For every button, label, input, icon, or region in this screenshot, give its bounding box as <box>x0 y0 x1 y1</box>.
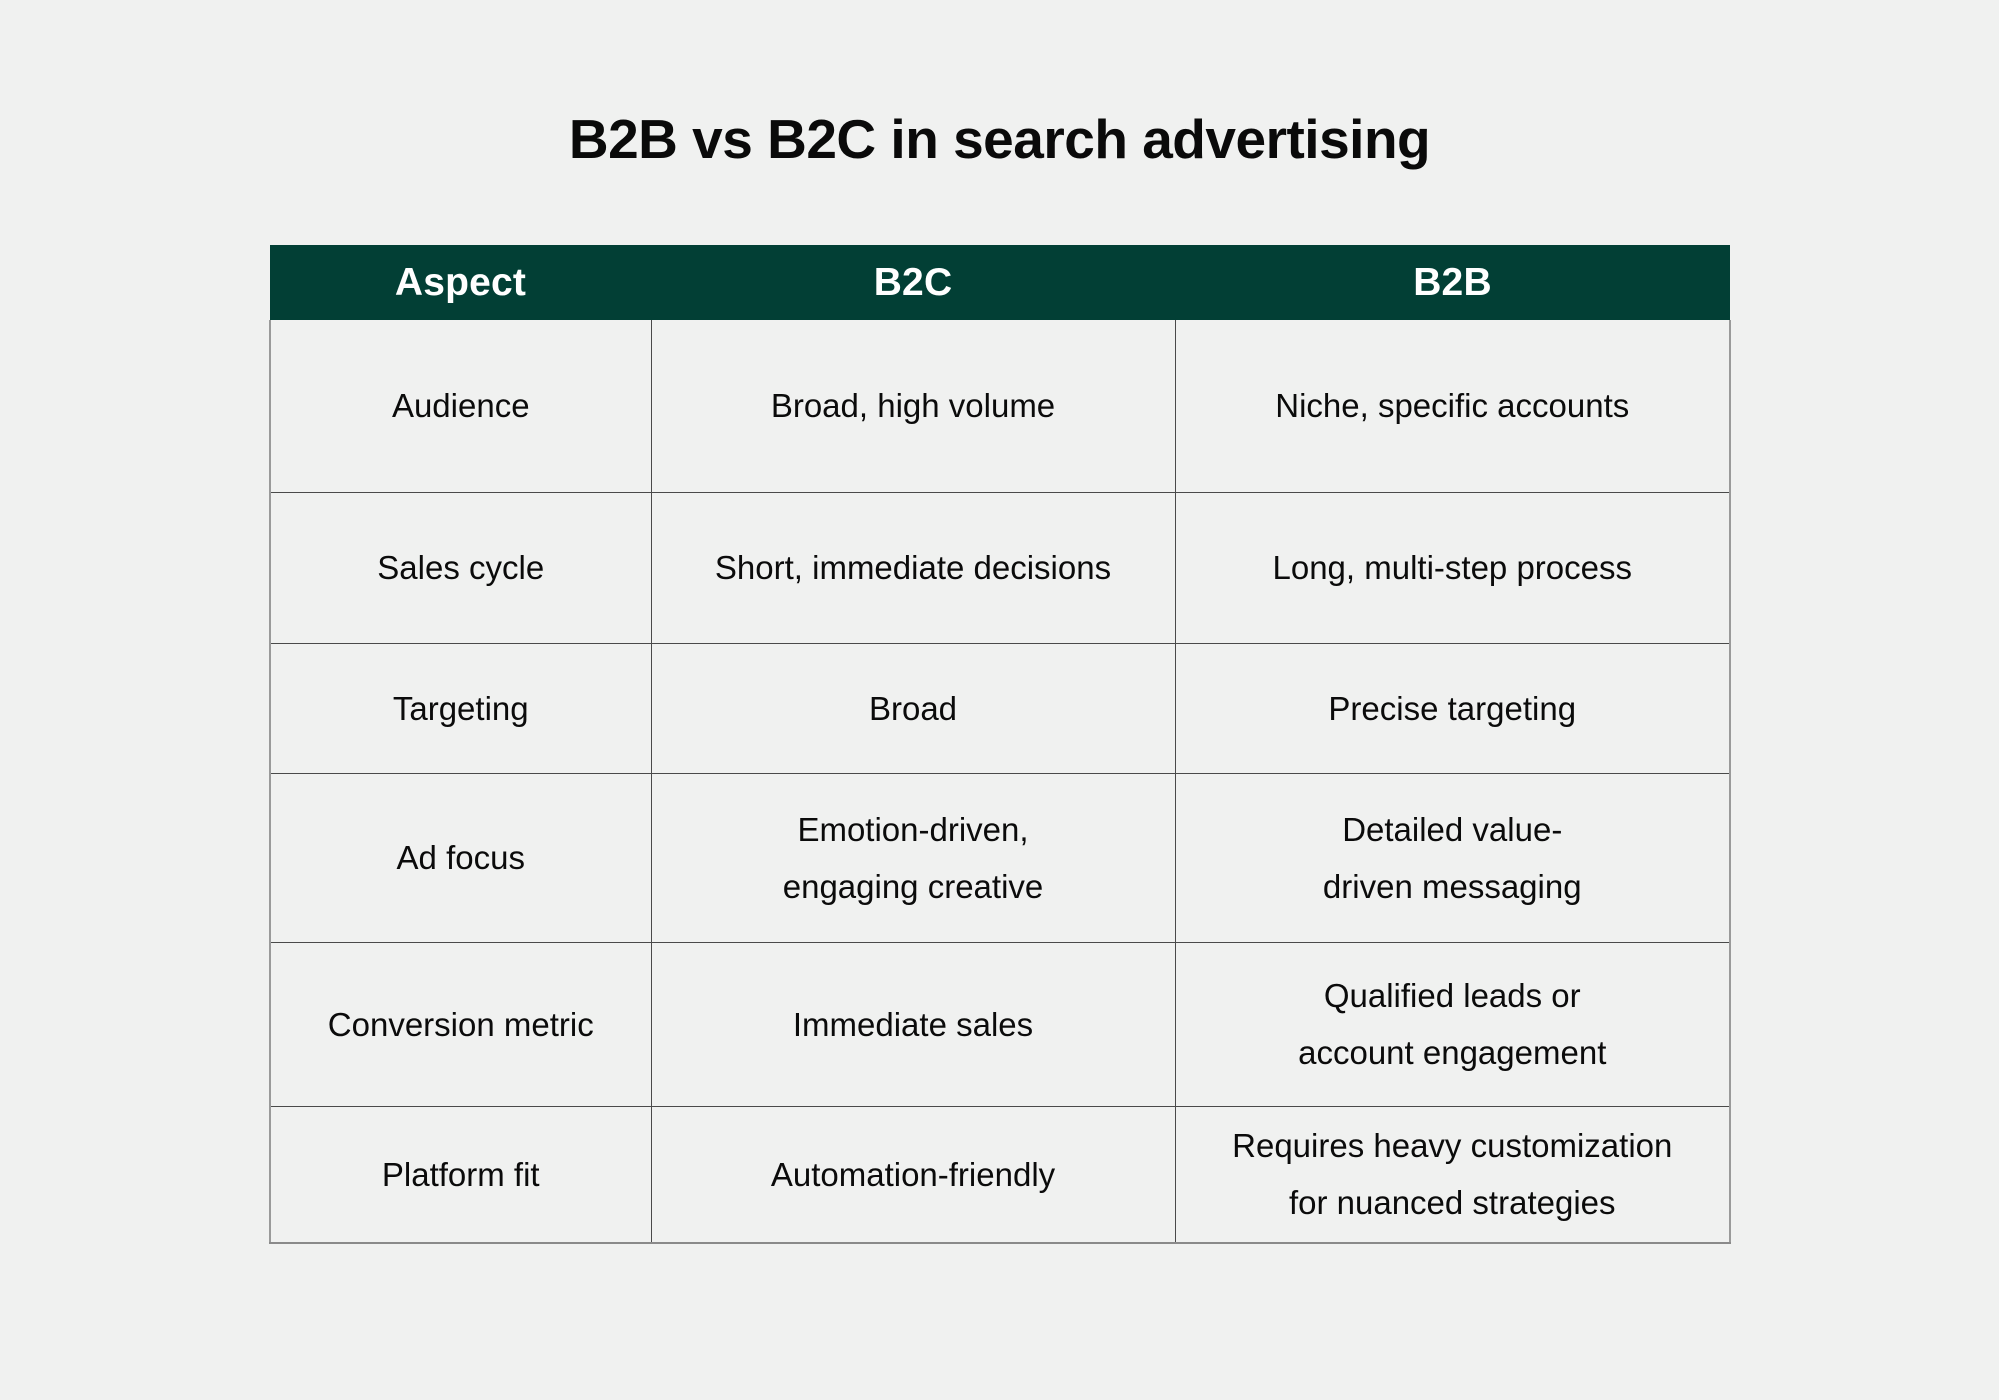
cell-text-line-1: Requires heavy customization <box>1232 1127 1673 1165</box>
cell-b2c: Automation-friendly <box>650 1105 1175 1244</box>
table-row-conversion-metric: Conversion metric Immediate sales Qualif… <box>269 941 1731 1106</box>
table-row-platform-fit: Platform fit Automation-friendly Require… <box>269 1105 1731 1244</box>
cell-aspect: Platform fit <box>269 1105 651 1244</box>
cell-aspect: Ad focus <box>269 772 651 942</box>
cell-b2b: Long, multi-step process <box>1174 491 1731 643</box>
cell-aspect: Targeting <box>269 642 651 773</box>
cell-aspect: Conversion metric <box>269 941 651 1106</box>
cell-text-line-2: driven messaging <box>1322 867 1582 905</box>
cell-text: Automation-friendly <box>770 1155 1056 1193</box>
table-row-audience: Audience Broad, high volume Niche, speci… <box>269 320 1731 492</box>
cell-b2c: Short, immediate decisions <box>650 491 1175 643</box>
cell-text: Short, immediate decisions <box>714 549 1112 586</box>
comparison-table: Aspect B2C B2B Audience Broad, high volu… <box>269 245 1731 1244</box>
cell-b2b: Precise targeting <box>1174 642 1731 773</box>
cell-text-line-2: engaging creative <box>782 867 1044 905</box>
cell-aspect: Audience <box>269 320 651 492</box>
table-row-sales-cycle: Sales cycle Short, immediate decisions L… <box>269 491 1731 643</box>
cell-text-line-2: for nuanced strategies <box>1288 1184 1616 1222</box>
header-b2b: B2B <box>1175 245 1730 320</box>
cell-text: Broad <box>868 689 958 727</box>
cell-b2c: Emotion-driven, engaging creative <box>650 772 1175 942</box>
table-row-targeting: Targeting Broad Precise targeting <box>269 642 1731 773</box>
cell-text: Broad, high volume <box>770 387 1056 425</box>
cell-text-line-2: account engagement <box>1298 1034 1607 1071</box>
cell-text: Niche, specific accounts <box>1275 387 1630 425</box>
page-title: B2B vs B2C in search advertising <box>568 108 1431 170</box>
header-b2c: B2C <box>651 245 1175 320</box>
table-header: Aspect B2C B2B <box>270 245 1730 320</box>
cell-b2c: Broad <box>650 642 1175 773</box>
cell-text: Immediate sales <box>792 1005 1034 1043</box>
cell-text: Long, multi-step process <box>1272 549 1632 586</box>
comparison-table-container: Aspect B2C B2B Audience Broad, high volu… <box>269 245 1731 1244</box>
cell-text: Precise targeting <box>1328 689 1577 727</box>
table-row-ad-focus: Ad focus Emotion-driven, engaging creati… <box>269 772 1731 942</box>
cell-b2b: Detailed value- driven messaging <box>1174 772 1731 942</box>
cell-b2c: Immediate sales <box>650 941 1175 1106</box>
cell-b2b: Qualified leads or account engagement <box>1174 941 1731 1106</box>
table-body: Audience Broad, high volume Niche, speci… <box>269 320 1731 1244</box>
cell-text-line-1: Detailed value- <box>1342 810 1563 848</box>
header-row: Aspect B2C B2B <box>270 245 1730 320</box>
cell-text-line-1: Qualified leads or <box>1323 977 1581 1014</box>
cell-text-line-1: Emotion-driven, <box>797 810 1029 848</box>
cell-b2b: Requires heavy customization for nuanced… <box>1174 1105 1731 1244</box>
header-aspect: Aspect <box>270 245 651 320</box>
cell-b2b: Niche, specific accounts <box>1174 320 1731 492</box>
cell-b2c: Broad, high volume <box>650 320 1175 492</box>
cell-aspect: Sales cycle <box>269 491 651 643</box>
